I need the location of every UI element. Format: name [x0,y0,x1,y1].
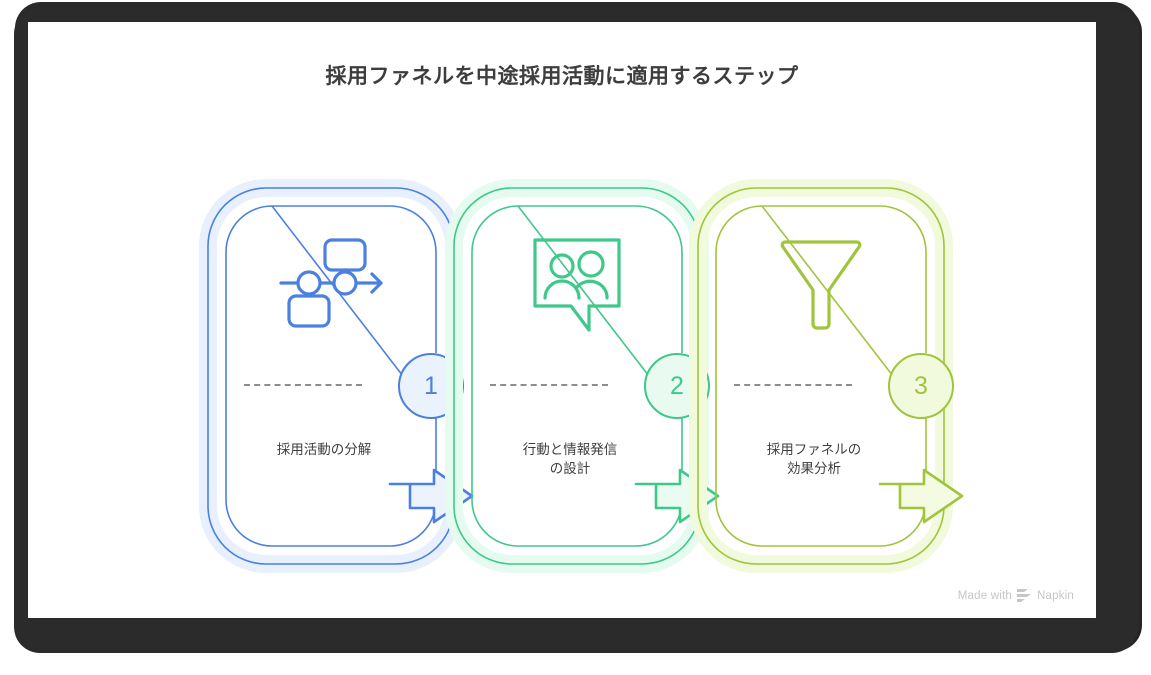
step-card-1[interactable]: 採用活動の分解 1 [199,179,474,573]
step-3-icon-slot [696,234,946,334]
step-3-connector-arrow [878,468,964,524]
step-2-label: 行動と情報発信 の設計 [522,442,618,476]
step-3-divider [734,384,852,386]
flowchart-nodes-icon [279,238,383,328]
step-1-label: 採用活動の分解 [276,442,372,457]
slide-canvas: 採用ファネルを中途採用活動に適用するステップ [28,22,1096,618]
napkin-watermark: Made with Napkin [958,589,1074,602]
step-card-3-frame [689,179,953,573]
step-3-label: 採用ファネルの 効果分析 [766,442,862,476]
step-card-2[interactable]: 行動と情報発信 の設計 2 [445,179,720,573]
step-2-icon-slot [452,234,702,334]
step-2-divider [490,384,608,386]
speech-bubble-people-icon [533,238,621,332]
napkin-chevrons-icon [1017,589,1031,602]
funnel-icon [780,240,862,330]
watermark-brand: Napkin [1037,589,1074,602]
step-1-divider [244,384,362,386]
step-card-2-frame [445,179,709,573]
step-1-icon-slot [206,234,456,334]
step-card-3[interactable]: 採用ファネルの 効果分析 3 [689,179,964,573]
step-card-1-frame [199,179,463,573]
watermark-text: Made with [957,589,1012,602]
step-3-number-badge: 3 [888,353,954,419]
page-title: 採用ファネルを中途採用活動に適用するステップ [325,65,799,88]
diagram-stage: 採用活動の分解 1 [28,22,1096,618]
